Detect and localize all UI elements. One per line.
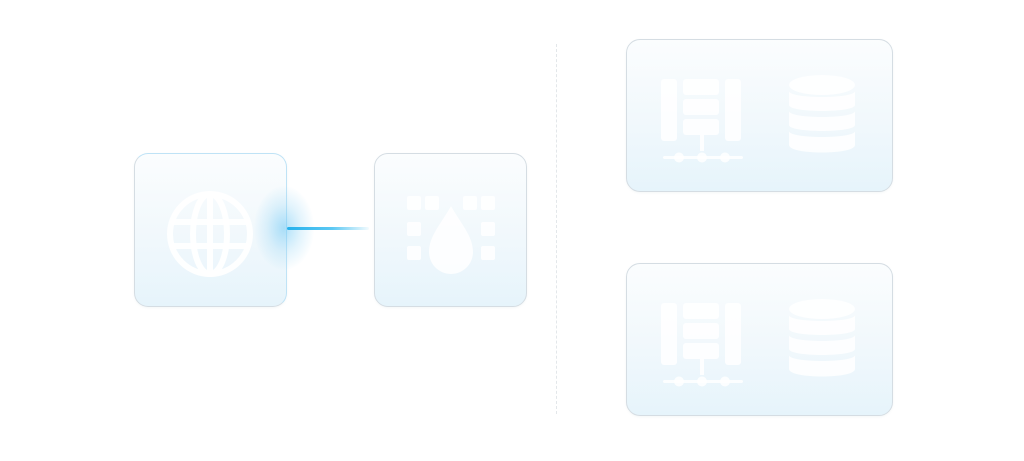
zone-divider [556,44,557,414]
client-to-firewall-link [287,227,369,230]
server-group-node[interactable] [626,263,893,416]
firewall-node[interactable] [374,153,527,307]
globe-icon [167,191,253,277]
database-icon [789,299,855,377]
client-node[interactable] [134,153,287,307]
database-icon [789,75,855,153]
server-rack-icon [661,79,743,163]
server-rack-icon [661,303,743,387]
server-group-node[interactable] [626,39,893,192]
firewall-icon [407,196,495,274]
